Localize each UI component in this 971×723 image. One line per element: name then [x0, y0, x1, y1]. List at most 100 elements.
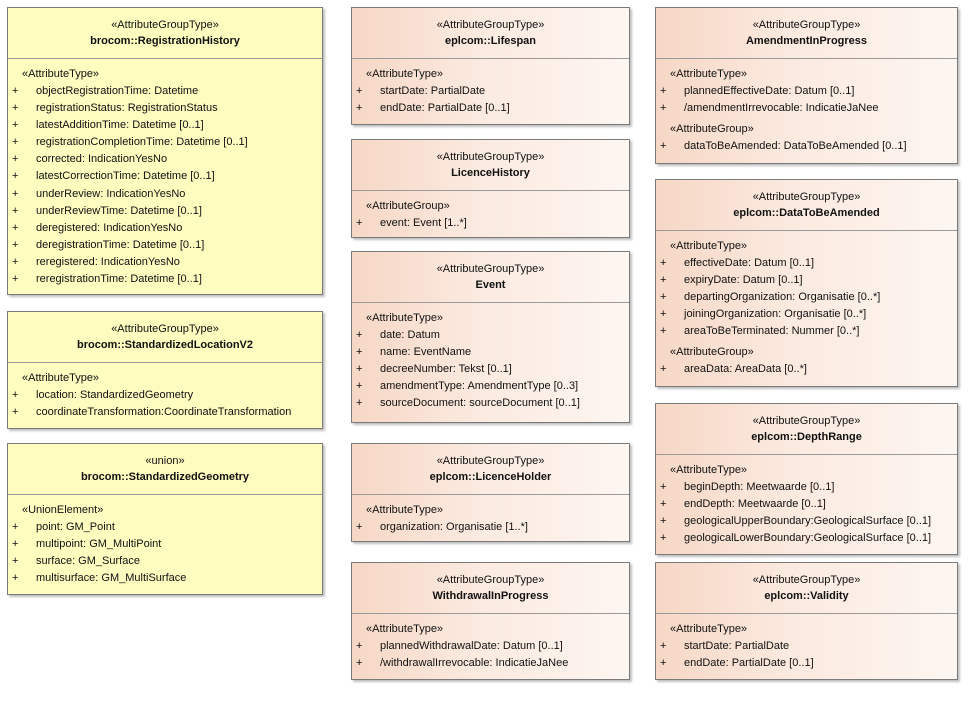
attribute-row[interactable]: +endDepth: Meetwaarde [0..1]: [656, 496, 957, 513]
attribute-row[interactable]: +deregistrationTime: Datetime [0..1]: [8, 237, 322, 254]
attribute-text: endDate: PartialDate [0..1]: [684, 657, 814, 670]
public-visibility-icon: +: [12, 572, 19, 585]
class-header: «union»brocom::StandardizedGeometry: [8, 444, 322, 486]
attribute-text: surface: GM_Surface: [36, 555, 140, 568]
class-lifespan[interactable]: «AttributeGroupType»eplcom::Lifespan«Att…: [351, 7, 630, 125]
class-standardized-location-v2[interactable]: «AttributeGroupType»brocom::Standardized…: [7, 311, 323, 429]
attribute-text: departingOrganization: Organisatie [0..*…: [684, 291, 881, 304]
attribute-row[interactable]: +name: EventName: [352, 344, 629, 361]
attribute-row[interactable]: +registrationCompletionTime: Datetime [0…: [8, 134, 322, 151]
attribute-row[interactable]: +plannedWithdrawalDate: Datum [0..1]: [352, 638, 629, 655]
attribute-row[interactable]: +reregistrationTime: Datetime [0..1]: [8, 271, 322, 288]
attribute-text: objectRegistrationTime: Datetime: [36, 85, 199, 97]
public-visibility-icon: +: [12, 204, 19, 217]
attribute-group-stereotype: «AttributeType»: [22, 372, 100, 384]
attribute-row[interactable]: +geologicalLowerBoundary:GeologicalSurfa…: [656, 530, 957, 547]
class-attributes: «AttributeGroup»+event: Event [1..*]: [352, 191, 629, 232]
attribute-row[interactable]: +/amendmentIrrevocable: IndicatieJaNee: [656, 100, 957, 117]
attribute-row[interactable]: +endDate: PartialDate [0..1]: [656, 655, 957, 672]
attribute-text: date: Datum: [380, 329, 440, 341]
attribute-row[interactable]: + surface: GM_Surface: [8, 553, 322, 570]
class-divider: [8, 58, 322, 59]
attribute-row[interactable]: +latestAdditionTime: Datetime [0..1]: [8, 117, 322, 134]
attribute-row[interactable]: +expiryDate: Datum [0..1]: [656, 272, 957, 289]
class-name: WithdrawalInProgress: [432, 590, 549, 602]
attribute-row[interactable]: +startDate: PartialDate: [656, 638, 957, 655]
attribute-row[interactable]: +location: StandardizedGeometry: [8, 387, 322, 404]
public-visibility-icon: +: [12, 153, 19, 166]
class-validity[interactable]: «AttributeGroupType»eplcom::Validity«Att…: [655, 562, 958, 680]
attribute-row[interactable]: +areaToBeTerminated: Nummer [0..*]: [656, 323, 957, 340]
attribute-group-stereotype: «AttributeGroup»: [670, 123, 754, 136]
attribute-text: reregistered: IndicationYesNo: [36, 255, 180, 268]
class-stereotype: «AttributeGroupType»: [111, 323, 219, 335]
class-header: «AttributeGroupType»WithdrawalInProgress: [352, 563, 629, 605]
public-visibility-icon: +: [12, 521, 19, 533]
public-visibility-icon: +: [660, 85, 667, 97]
attribute-row[interactable]: +underReviewTime: Datetime [0..1]: [8, 203, 322, 220]
attribute-row[interactable]: +geologicalUpperBoundary:GeologicalSurfa…: [656, 513, 957, 530]
attribute-group-stereotype: «UnionElement»: [22, 504, 104, 516]
attribute-row[interactable]: +/withdrawalIrrevocable: IndicatieJaNee: [352, 655, 629, 672]
public-visibility-icon: +: [12, 170, 19, 183]
class-attributes: «UnionElement» +point: GM_Point+multipoin…: [8, 495, 322, 587]
class-divider: [656, 454, 957, 455]
public-visibility-icon: +: [660, 274, 667, 287]
class-name: AmendmentInProgress: [745, 35, 868, 47]
attribute-row[interactable]: +endDate: PartialDate [0..1]: [352, 100, 629, 117]
attribute-text: plannedEffectiveDate: Datum [0..1]: [684, 85, 855, 97]
attribute-row[interactable]: +amendmentType: AmendmentType [0..3]: [352, 378, 629, 395]
attribute-row[interactable]: +objectRegistrationTime: Datetime: [8, 83, 322, 100]
attribute-row[interactable]: +date: Datum: [352, 327, 629, 344]
attribute-row[interactable]: +point: GM_Point: [8, 519, 322, 536]
class-data-to-be-amended[interactable]: «AttributeGroupType»eplcom::DataToBeAmen…: [655, 179, 958, 387]
attribute-row[interactable]: +startDate: PartialDate: [352, 83, 629, 100]
attribute-row[interactable]: +areaData: AreaData [0..*]: [656, 361, 957, 378]
class-standardized-geometry[interactable]: «union»brocom::StandardizedGeometry«Unio…: [7, 443, 323, 595]
attribute-row[interactable]: +decreeNumber: Tekst [0..1]: [352, 361, 629, 378]
class-event[interactable]: «AttributeGroupType»Event«AttributeType»…: [351, 251, 630, 423]
class-registration-history[interactable]: «AttributeGroupType»brocom::Registration…: [7, 7, 323, 295]
class-divider: [656, 613, 957, 614]
class-licence-holder[interactable]: «AttributeGroupType»eplcom::LicenceHolde…: [351, 443, 630, 542]
class-depth-range[interactable]: «AttributeGroupType»eplcom::DepthRange«A…: [655, 403, 958, 555]
attribute-row[interactable]: +deregistered: IndicationYesNo: [8, 220, 322, 237]
public-visibility-icon: +: [12, 555, 19, 568]
attribute-row[interactable]: +beginDepth: Meetwaarde [0..1]: [656, 479, 957, 496]
public-visibility-icon: +: [12, 406, 19, 419]
attribute-row[interactable]: +multipoint: GM_MultiPoint: [8, 536, 322, 553]
class-amendment-in-progress[interactable]: «AttributeGroupType»AmendmentInProgress «…: [655, 7, 958, 164]
attribute-text: startDate: PartialDate: [684, 640, 790, 652]
class-divider: [352, 613, 629, 614]
attribute-row[interactable]: +reregistered: IndicationYesNo: [8, 254, 322, 271]
class-name: eplcom::DepthRange: [751, 431, 862, 443]
attribute-row[interactable]: +departingOrganization: Organisatie [0..…: [656, 289, 957, 306]
attribute-row[interactable]: +effectiveDate: Datum [0..1]: [656, 255, 957, 272]
attribute-text: areaData: AreaData [0..*]: [684, 363, 807, 376]
public-visibility-icon: +: [356, 521, 363, 533]
class-licence-history[interactable]: «AttributeGroupType»LicenceHistory«Attri…: [351, 139, 630, 238]
attribute-row[interactable]: +latestCorrectionTime: Datetime [0..1]: [8, 168, 322, 185]
attribute-row[interactable]: +coordinateTransformation:CoordinateTran…: [8, 404, 322, 421]
attribute-row[interactable]: +underReview: IndicationYesNo: [8, 186, 322, 203]
class-divider: [352, 190, 629, 191]
attribute-row[interactable]: +corrected: IndicationYesNo: [8, 151, 322, 168]
attribute-text: organization: Organisatie [1..*]: [380, 521, 528, 533]
attribute-row[interactable]: +sourceDocument: sourceDocument [0..1]: [352, 395, 629, 412]
attribute-row[interactable]: +multisurface: GM_MultiSurface: [8, 570, 322, 587]
attribute-row[interactable]: +joiningOrganization: Organisatie [0..*]: [656, 306, 957, 323]
class-header: «AttributeGroupType»eplcom::DepthRange: [656, 404, 957, 446]
attribute-row[interactable]: +registrationStatus: RegistrationStatus: [8, 100, 322, 117]
class-attributes: «AttributeType»+plannedEffectiveDate: Da…: [656, 59, 957, 155]
attribute-row[interactable]: + organization: Organisatie [1..*]: [352, 519, 629, 536]
class-attributes: «AttributeType»+date: Datum+name: EventN…: [352, 303, 629, 412]
class-header: «AttributeGroupType»AmendmentInProgress: [656, 8, 957, 50]
attribute-text: deregistrationTime: Datetime [0..1]: [36, 238, 205, 251]
attribute-row[interactable]: + plannedEffectiveDate: Datum [0..1]: [656, 83, 957, 100]
class-stereotype: «AttributeGroupType»: [752, 574, 861, 586]
attribute-row[interactable]: +event: Event [1..*]: [352, 215, 629, 232]
attribute-text: reregistrationTime: Datetime [0..1]: [36, 273, 202, 286]
attribute-text: geologicalLowerBoundary:GeologicalSurfac…: [684, 532, 932, 545]
class-withdrawal-in-progress[interactable]: «AttributeGroupType»WithdrawalInProgress…: [351, 562, 630, 680]
attribute-row[interactable]: +dataToBeAmended: DataToBeAmended [0..1]: [656, 138, 957, 155]
